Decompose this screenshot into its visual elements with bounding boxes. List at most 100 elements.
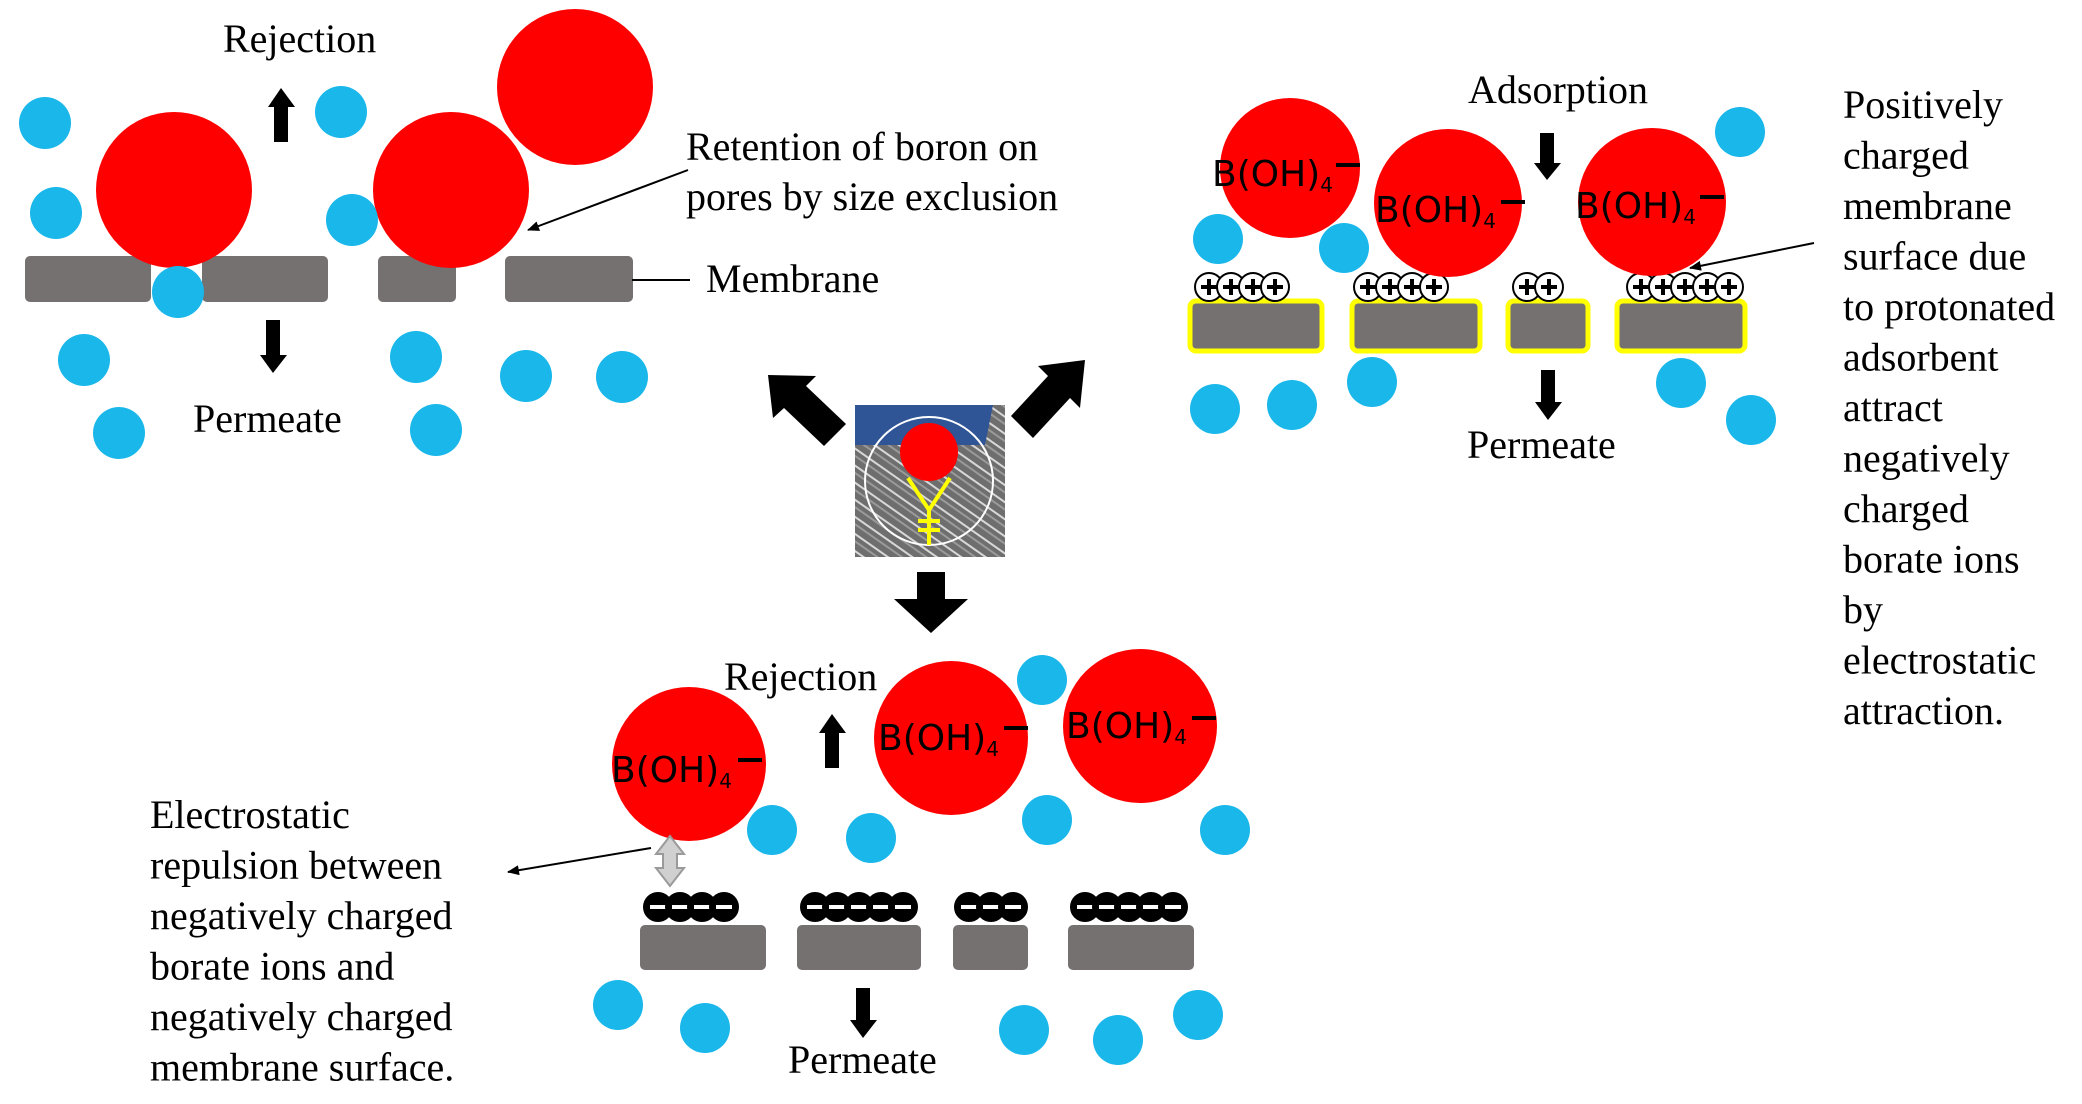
charge-bar bbox=[1547, 279, 1551, 295]
down-arrow-icon bbox=[894, 572, 968, 633]
adsorbent-anchor-icon bbox=[906, 476, 952, 545]
adsorbent-membrane-block bbox=[1505, 298, 1591, 354]
membrane-block bbox=[640, 925, 766, 970]
up-arrow-icon bbox=[274, 107, 288, 142]
description-line: Electrostatic bbox=[150, 792, 350, 837]
charge-bar bbox=[650, 905, 666, 909]
charge-bar bbox=[1165, 905, 1181, 909]
boron-molecule bbox=[497, 9, 653, 165]
water-molecule bbox=[747, 805, 797, 855]
adsorption-label: Adsorption bbox=[1468, 67, 1648, 112]
permeate-label: Permeate bbox=[193, 396, 342, 441]
charge-bar bbox=[807, 905, 823, 909]
description-line: attract bbox=[1843, 385, 1943, 430]
description-line: borate ions bbox=[1843, 537, 2020, 582]
water-molecule bbox=[500, 350, 552, 402]
down-arrow-icon bbox=[260, 355, 287, 373]
water-molecule bbox=[1726, 395, 1776, 445]
charge-bar bbox=[983, 905, 999, 909]
panel-size-exclusion: Rejection Permeate Membrane Retention of… bbox=[19, 9, 1058, 459]
callout-line bbox=[507, 847, 652, 876]
charge-bar bbox=[873, 905, 889, 909]
boron-molecule bbox=[373, 112, 529, 268]
water-molecule bbox=[1017, 655, 1067, 705]
up-arrow-icon bbox=[819, 714, 846, 733]
water-molecule bbox=[19, 97, 71, 149]
adsorbent-membrane-block bbox=[1614, 298, 1748, 354]
water-molecule bbox=[593, 980, 643, 1030]
water-molecule bbox=[315, 86, 367, 138]
borate-ion bbox=[1578, 128, 1726, 276]
description-line: membrane bbox=[1843, 183, 2012, 228]
charge-bar bbox=[1273, 279, 1277, 295]
description-line: membrane surface. bbox=[150, 1045, 454, 1090]
charge-bar bbox=[1366, 279, 1370, 295]
down-arrow-icon bbox=[1535, 402, 1562, 420]
repulsion-arrow-icon bbox=[653, 834, 687, 888]
adsorbent-membrane-block bbox=[1349, 298, 1483, 354]
boron-molecule bbox=[96, 112, 252, 268]
charge-bar bbox=[1432, 279, 1436, 295]
water-molecule bbox=[846, 813, 896, 863]
charge-bar bbox=[694, 905, 710, 909]
membrane-block bbox=[202, 256, 328, 302]
negative-charges bbox=[643, 892, 1188, 922]
water-molecule bbox=[1347, 357, 1397, 407]
up-arrow-icon bbox=[268, 88, 295, 107]
down-arrow-icon bbox=[266, 320, 280, 355]
charge-bar bbox=[1207, 279, 1211, 295]
panel-adsorption: B(OH)4 B(OH)4 B(OH)4 Adsorption Permeate… bbox=[1187, 67, 2055, 733]
down-arrow-icon bbox=[850, 1020, 877, 1038]
charge-bar bbox=[1410, 279, 1414, 295]
charge-bar bbox=[1683, 279, 1687, 295]
rejection-label: Rejection bbox=[223, 16, 376, 61]
water-molecule bbox=[1656, 358, 1706, 408]
borate-ion-label: B(OH)4 bbox=[611, 750, 732, 793]
charge-bar bbox=[895, 905, 911, 909]
permeate-label: Permeate bbox=[788, 1037, 937, 1082]
membrane-block bbox=[797, 925, 921, 970]
callout-line bbox=[1689, 242, 1815, 271]
retention-text-line: pores by size exclusion bbox=[686, 174, 1058, 219]
borate-ion-label: B(OH)4 bbox=[1375, 190, 1496, 233]
water-molecule bbox=[596, 351, 648, 403]
charge-bar bbox=[1525, 279, 1529, 295]
description-line: by bbox=[1843, 587, 1883, 632]
membrane-block bbox=[378, 256, 456, 302]
water-molecule bbox=[58, 334, 110, 386]
charge-bar bbox=[961, 905, 977, 909]
description-line: adsorbent bbox=[1843, 335, 1999, 380]
borate-ion-label: B(OH)4 bbox=[1066, 706, 1187, 749]
charge-bar bbox=[829, 905, 845, 909]
down-arrow-icon bbox=[1534, 163, 1561, 180]
description-line: negatively charged bbox=[150, 994, 452, 1039]
charge-bar bbox=[716, 905, 732, 909]
description-line: Positively bbox=[1843, 82, 2003, 127]
membrane-block bbox=[1068, 925, 1194, 970]
charge-bar bbox=[1005, 905, 1021, 909]
negative-charge-icon bbox=[1336, 163, 1360, 167]
description-line: attraction. bbox=[1843, 688, 2004, 733]
charge-bar bbox=[672, 905, 688, 909]
water-molecule bbox=[1193, 214, 1243, 264]
borate-ion-label: B(OH)4 bbox=[1575, 186, 1696, 229]
charge-bar bbox=[1639, 279, 1643, 295]
charge-bar bbox=[1251, 279, 1255, 295]
description-line: charged bbox=[1843, 133, 1969, 178]
up-right-arrow-icon bbox=[1011, 360, 1085, 438]
charge-bar bbox=[1661, 279, 1665, 295]
water-molecule bbox=[999, 1005, 1049, 1055]
water-molecule bbox=[1022, 795, 1072, 845]
water-molecule bbox=[1267, 380, 1317, 430]
borate-ion-label: B(OH)4 bbox=[878, 718, 999, 761]
water-molecule bbox=[390, 331, 442, 383]
water-molecule bbox=[680, 1003, 730, 1053]
charge-bar bbox=[1121, 905, 1137, 909]
permeate-label: Permeate bbox=[1467, 422, 1616, 467]
membrane-block bbox=[25, 256, 151, 302]
description-line: negatively charged bbox=[150, 893, 452, 938]
center-illustration bbox=[768, 360, 1085, 633]
